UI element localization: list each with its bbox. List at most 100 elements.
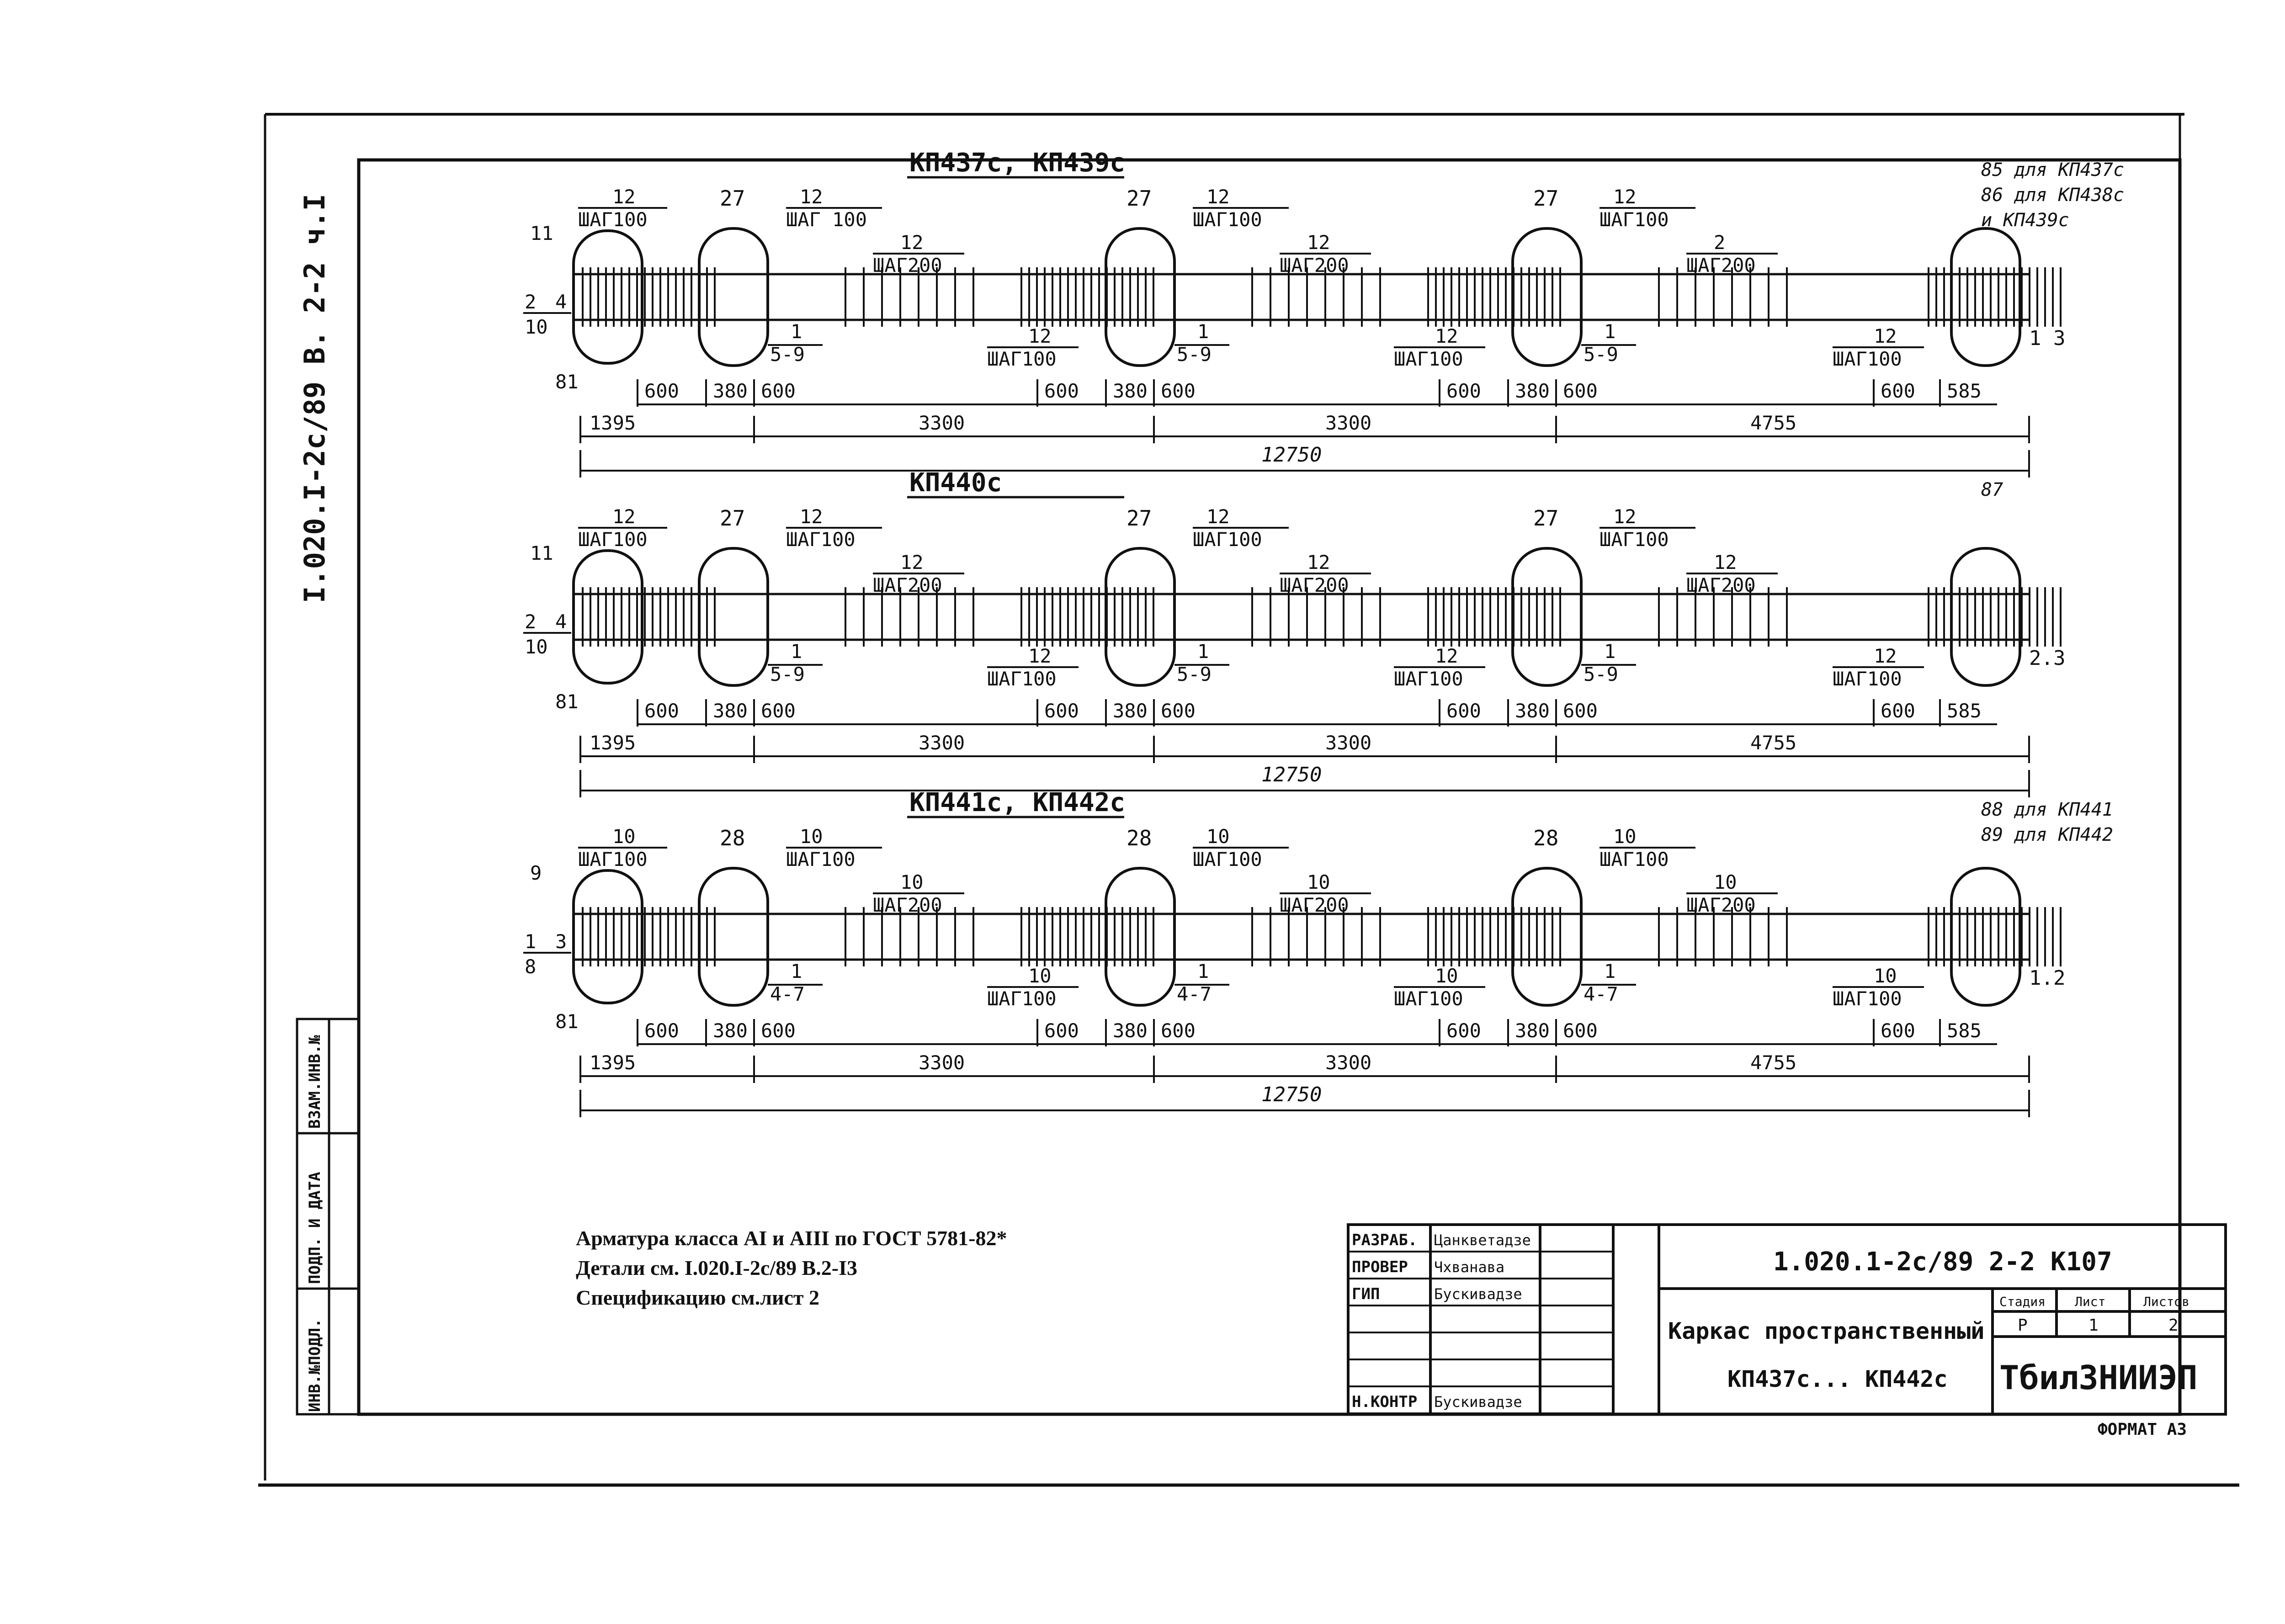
bar-top-c: 12 bbox=[1714, 551, 1737, 573]
tb-code: 1.020.1-2с/89 2-2 К107 bbox=[1773, 1247, 2112, 1277]
step-bottom-left: ШАГ100 bbox=[1833, 348, 1902, 370]
dim-total: 12750 bbox=[1261, 1083, 1322, 1106]
mark-bottom: 81 bbox=[555, 690, 579, 713]
frame-title: КП440с bbox=[909, 468, 1002, 498]
side-columns bbox=[296, 1018, 360, 1416]
step-bottom-left: ШАГ100 bbox=[987, 987, 1057, 1010]
step-top-a: ШАГ100 bbox=[578, 528, 648, 551]
bar-top-b: 12 bbox=[1206, 505, 1230, 528]
dim-small: 600 bbox=[1446, 380, 1481, 402]
dim-small: 380 bbox=[713, 700, 748, 722]
side-col-inv: ИНВ.№ПОДЛ. bbox=[306, 1318, 324, 1412]
bar-top-a: 12 bbox=[612, 186, 636, 208]
dim-small: 600 bbox=[761, 700, 796, 722]
dim-small: 380 bbox=[1113, 1019, 1148, 1042]
tb-format: ФОРМАТ А3 bbox=[2098, 1420, 2187, 1439]
note-1: Арматура класса AI и AIII по ГОСТ 5781-8… bbox=[576, 1226, 1007, 1250]
end-loop-left bbox=[572, 869, 643, 1004]
dim-small: 600 bbox=[1044, 700, 1079, 722]
step-top-b: ШАГ100 bbox=[1600, 848, 1669, 870]
mark-mid-a: 2 bbox=[525, 291, 536, 313]
dim-small: 600 bbox=[761, 380, 796, 402]
bar-bottom-left: 12 bbox=[1028, 325, 1052, 347]
step-top-b: ШАГ100 bbox=[786, 528, 856, 551]
tb-sheets-label: Листов bbox=[2143, 1294, 2189, 1309]
step-top-b: ШАГ100 bbox=[1600, 528, 1669, 551]
ring-mark: 28 bbox=[1533, 826, 1558, 850]
dim-small: 585 bbox=[1947, 380, 1982, 402]
dim-small: 585 bbox=[1947, 1019, 1982, 1042]
bar-bottom-left: 12 bbox=[1874, 645, 1897, 667]
dim-mid: 4755 bbox=[1750, 1051, 1796, 1074]
bar-top-c: 12 bbox=[1307, 551, 1330, 573]
dim-small: 600 bbox=[644, 1019, 679, 1042]
step-bottom-left: ШАГ100 bbox=[987, 668, 1057, 690]
bar-top-c: 10 bbox=[1714, 871, 1737, 893]
bar-top-b: 10 bbox=[1206, 825, 1230, 848]
dim-small: 600 bbox=[1161, 1019, 1196, 1042]
bar-bottom: 1 bbox=[791, 320, 802, 343]
end-position: 1 3 bbox=[2029, 327, 2065, 350]
mark-mid-b: 4 bbox=[555, 610, 567, 633]
cage-frame-2 bbox=[572, 547, 2062, 687]
dim-mid: 3300 bbox=[919, 412, 965, 434]
dim-mid: 3300 bbox=[1325, 732, 1371, 754]
step-top-c: ШАГ200 bbox=[1686, 894, 1756, 916]
side-col-sign: ПОДП. И ДАТА bbox=[306, 1172, 324, 1284]
step-top-c: ШАГ200 bbox=[1686, 254, 1756, 276]
bar-top-a: 10 bbox=[612, 825, 636, 848]
loop-ring bbox=[1105, 867, 1176, 1007]
dim-small: 600 bbox=[761, 1019, 796, 1042]
bar-bottom-left: 12 bbox=[1028, 645, 1052, 667]
bar-bottom-left: 10 bbox=[1435, 965, 1458, 987]
tb-name: Бускивадзе bbox=[1434, 1393, 1522, 1411]
dim-small: 600 bbox=[1881, 1019, 1915, 1042]
bar-top-a: 12 bbox=[612, 505, 636, 528]
tb-role: РАЗРАБ. bbox=[1352, 1231, 1417, 1249]
end-note-3: и КП439с bbox=[1981, 210, 2069, 231]
loop-ring bbox=[698, 547, 769, 687]
end-loop-left bbox=[572, 229, 643, 365]
loop-ring bbox=[698, 867, 769, 1007]
cage-frame-1 bbox=[572, 227, 2062, 367]
dim-mid: 1395 bbox=[590, 732, 636, 754]
bar-top-c: 12 bbox=[900, 231, 924, 254]
step-top-b: ШАГ 100 bbox=[786, 208, 867, 231]
loop-ring bbox=[1950, 867, 2021, 1007]
range-bottom: 5-9 bbox=[770, 343, 805, 366]
mark-mid-b: 3 bbox=[555, 930, 567, 953]
dim-small: 600 bbox=[1446, 1019, 1481, 1042]
bar-bottom: 1 bbox=[1604, 640, 1615, 663]
bar-top-c: 10 bbox=[1307, 871, 1330, 893]
bar-bottom-left: 10 bbox=[1028, 965, 1052, 987]
mark-mid-c: 10 bbox=[525, 316, 548, 338]
step-top-c: ШАГ200 bbox=[1280, 574, 1349, 596]
bar-top-b: 10 bbox=[800, 825, 823, 848]
range-bottom: 4-7 bbox=[1177, 983, 1212, 1005]
bar-top-b: 12 bbox=[800, 186, 823, 208]
dim-small: 380 bbox=[1515, 1019, 1550, 1042]
step-bottom-left: ШАГ100 bbox=[1394, 668, 1463, 690]
dim-total: 12750 bbox=[1261, 763, 1322, 786]
dim-small: 600 bbox=[1563, 380, 1598, 402]
tb-role: ГИП bbox=[1352, 1285, 1380, 1303]
bar-top-b: 12 bbox=[1613, 505, 1637, 528]
bar-bottom: 1 bbox=[1604, 320, 1615, 343]
tb-role: ПРОВЕР bbox=[1352, 1258, 1408, 1276]
loop-ring bbox=[1511, 227, 1583, 367]
ring-mark: 28 bbox=[1127, 826, 1152, 850]
loop-ring bbox=[1950, 227, 2021, 367]
note-2: Детали см. I.020.I-2c/89 В.2-I3 bbox=[576, 1256, 857, 1279]
bar-top-b: 10 bbox=[1613, 825, 1637, 848]
loop-ring bbox=[1105, 547, 1176, 687]
step-top-b: ШАГ100 bbox=[1193, 208, 1262, 231]
end-note-1: 87 bbox=[1981, 479, 2003, 500]
dim-small: 600 bbox=[1881, 380, 1915, 402]
dimensions bbox=[579, 1019, 2030, 1117]
bar-bottom: 1 bbox=[1197, 960, 1209, 982]
range-bottom: 5-9 bbox=[1177, 663, 1212, 685]
side-stamp: I.020.I-2c/89 В. 2-2 ч.I bbox=[298, 194, 331, 603]
step-top-b: ШАГ100 bbox=[1193, 528, 1262, 551]
